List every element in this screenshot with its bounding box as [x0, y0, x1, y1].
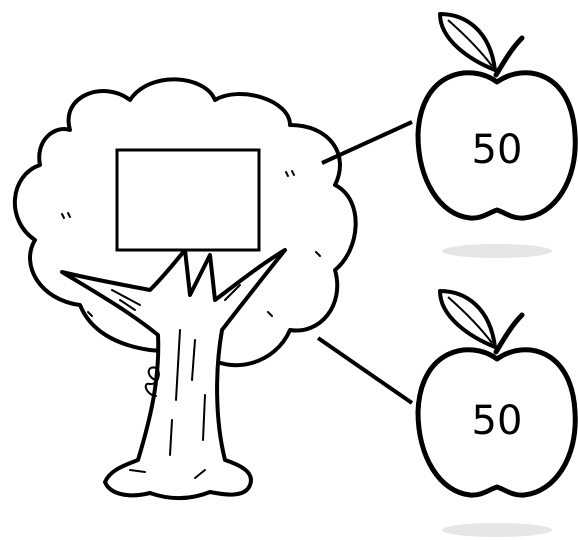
- tree-trunk: [62, 250, 285, 498]
- connector-line-bottom: [318, 338, 412, 403]
- apple-bottom-stem: [496, 315, 522, 352]
- apple-bottom-leaf: [440, 291, 495, 347]
- apple-top-value: 50: [472, 127, 523, 173]
- apple-top: 50: [418, 14, 575, 258]
- apple-bottom: 50: [418, 291, 575, 537]
- apple-top-shadow: [442, 244, 552, 258]
- apple-bottom-value: 50: [472, 398, 523, 444]
- apple-bottom-shadow: [442, 523, 552, 537]
- connector-line-top: [322, 122, 412, 163]
- apple-top-leaf: [440, 14, 495, 70]
- apple-top-stem: [496, 38, 522, 75]
- total-answer-box[interactable]: [117, 150, 259, 250]
